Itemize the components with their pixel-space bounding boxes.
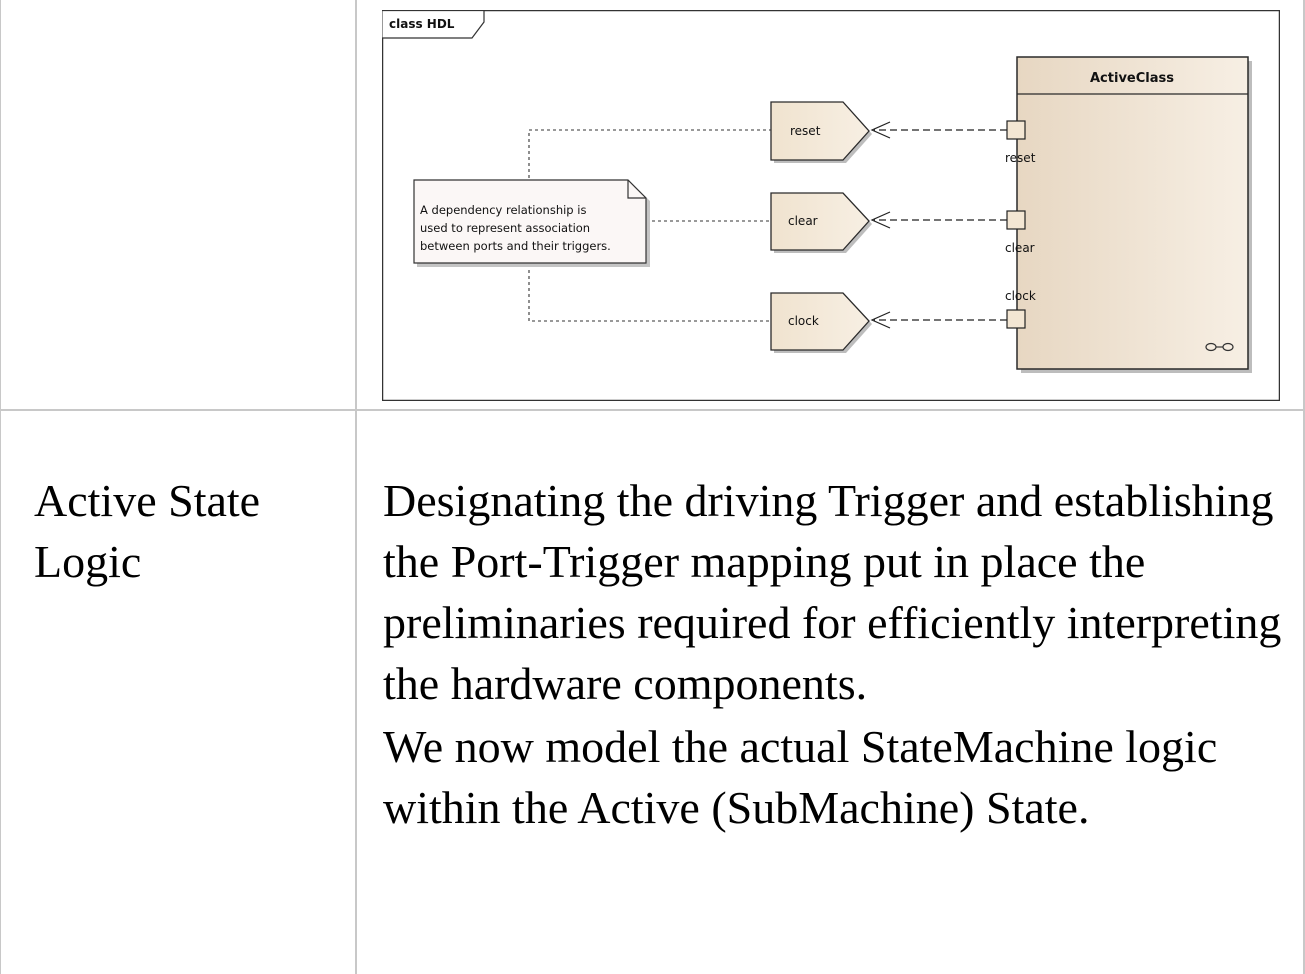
trigger-clock bbox=[770, 292, 870, 351]
table-row-divider bbox=[0, 409, 1305, 411]
port-clear bbox=[1006, 210, 1026, 230]
port-clock bbox=[1006, 309, 1026, 329]
trigger-clear bbox=[770, 192, 870, 251]
frame-label: class HDL bbox=[389, 17, 455, 31]
paragraph-1: Designating the driving Trigger and esta… bbox=[383, 475, 1282, 709]
table-border-left bbox=[0, 0, 1, 974]
trigger-label-clock: clock bbox=[788, 314, 819, 328]
note-line-3: between ports and their triggers. bbox=[420, 239, 611, 253]
frame-label-tab bbox=[382, 10, 485, 39]
hdl-class-diagram: class HDL ActiveClass reset clear clock … bbox=[382, 10, 1280, 401]
trigger-label-clear: clear bbox=[788, 214, 818, 228]
trigger-reset bbox=[770, 101, 870, 161]
note-connectors bbox=[528, 129, 771, 322]
note-line-1: A dependency relationship is bbox=[420, 203, 586, 217]
port-label-clock: clock bbox=[1005, 289, 1036, 303]
active-class-box bbox=[1016, 56, 1249, 370]
table-border-right bbox=[1303, 0, 1305, 974]
port-label-reset: reset bbox=[1005, 151, 1036, 165]
note-box bbox=[413, 179, 647, 264]
table-column-divider bbox=[355, 0, 357, 974]
note-line-2: used to represent association bbox=[420, 221, 590, 235]
dependency-arrows bbox=[870, 121, 1007, 329]
port-label-clear: clear bbox=[1005, 241, 1035, 255]
paragraph-2: We now model the actual StateMachine log… bbox=[383, 721, 1218, 833]
row-description: Designating the driving Trigger and esta… bbox=[383, 470, 1298, 838]
composite-icon bbox=[1205, 342, 1234, 352]
class-name: ActiveClass bbox=[1090, 71, 1174, 86]
trigger-label-reset: reset bbox=[790, 124, 821, 138]
port-reset bbox=[1006, 120, 1026, 140]
row-label-active-state-logic: Active State Logic bbox=[34, 475, 261, 587]
note-fold bbox=[627, 180, 646, 199]
